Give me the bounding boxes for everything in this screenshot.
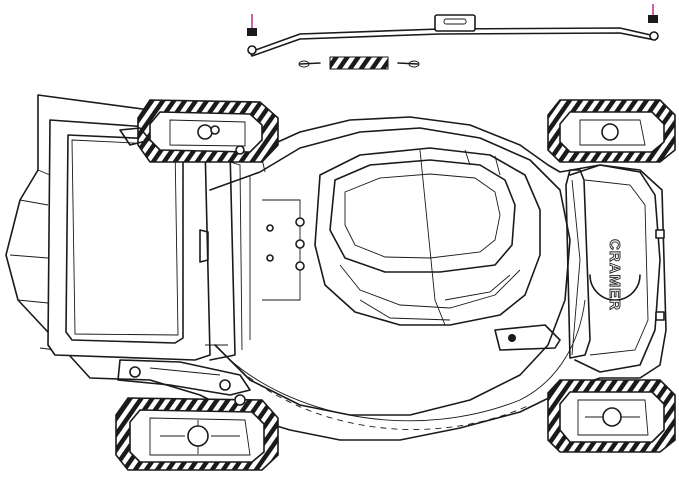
engine-cover <box>314 147 561 351</box>
height-adjuster <box>117 125 251 406</box>
screw-left <box>247 14 257 36</box>
wheel-top-right <box>547 99 676 163</box>
screw-right <box>648 4 658 23</box>
handle-bracket-bar <box>247 14 659 57</box>
brand-logo: CRAMER <box>589 239 641 311</box>
wheel-bottom-left <box>115 397 279 471</box>
brand-text: CRAMER <box>606 239 623 311</box>
front-housing <box>565 164 665 373</box>
tension-spring <box>298 56 420 70</box>
wheel-top-left <box>137 99 279 163</box>
wheel-bottom-right <box>547 379 676 453</box>
